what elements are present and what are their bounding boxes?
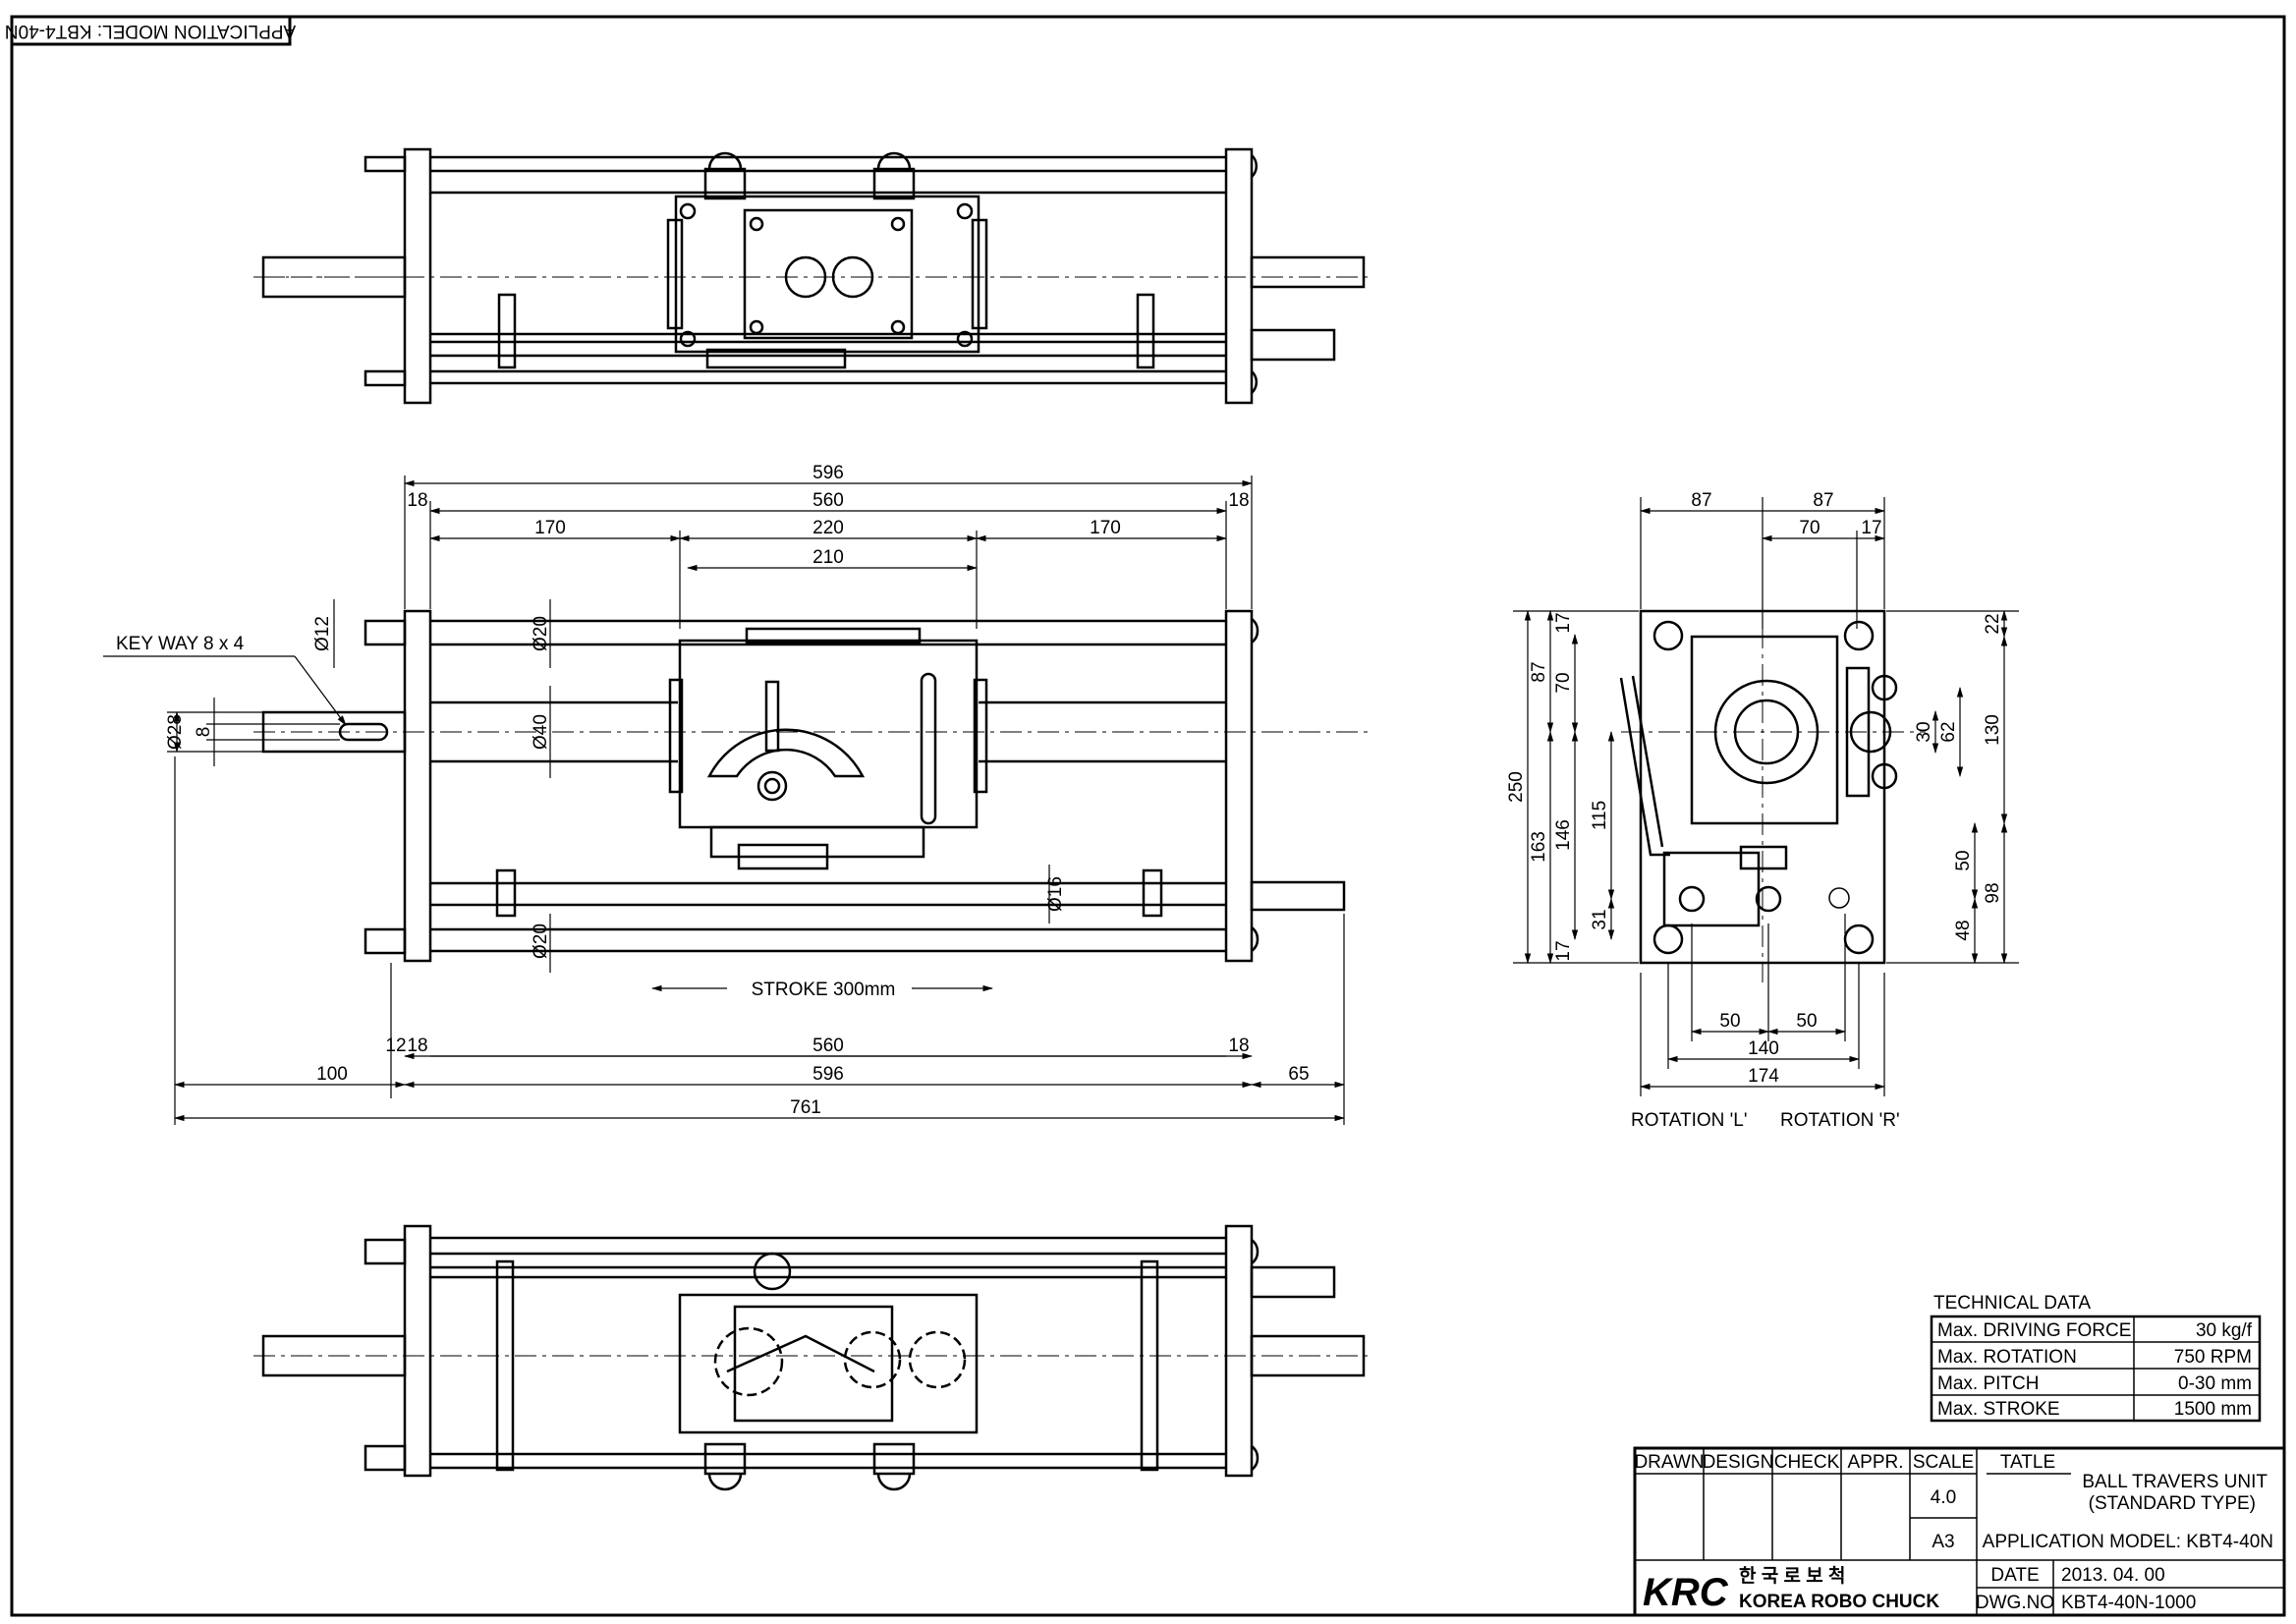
dim-596-bottom: 596 <box>812 1064 844 1085</box>
technical-data-table: TECHNICAL DATA Max. DRIVING FORCE 30 kg/… <box>1930 1293 2262 1423</box>
front-dim-labels: 596 560 18 18 170 220 170 210 Ø12 Ø20 Ø4… <box>116 463 1310 1118</box>
side-dim-146: 146 <box>1553 819 1574 851</box>
side-dim-98: 98 <box>1983 882 2003 903</box>
dim-170-left: 170 <box>534 518 566 538</box>
dim-100: 100 <box>316 1064 348 1085</box>
dim-596-top: 596 <box>812 463 844 483</box>
tech-row-label: Max. DRIVING FORCE <box>1937 1320 2131 1341</box>
tb-date: 2013. 04. 00 <box>2061 1565 2165 1586</box>
side-dim-17-left-bottom: 17 <box>1553 940 1574 961</box>
dim-210: 210 <box>812 547 844 568</box>
dim-220: 220 <box>812 518 844 538</box>
tech-row-label: Max. STROKE <box>1937 1399 2060 1420</box>
side-dim-17-top: 17 <box>1861 518 1881 538</box>
tb-logo: KRC <box>1643 1571 1729 1614</box>
tb-paper-size: A3 <box>1932 1532 1954 1552</box>
dim-761: 761 <box>790 1097 821 1118</box>
side-dimensions <box>1513 497 2019 1096</box>
tech-row-label: Max. ROTATION <box>1937 1347 2077 1368</box>
dim-dia28: Ø28 <box>165 714 186 750</box>
tb-drawn: DRAWN <box>1634 1452 1704 1473</box>
tb-check: CHECK <box>1774 1452 1840 1473</box>
tb-name-line1: BALL TRAVERS UNIT <box>2082 1472 2268 1492</box>
side-dim-70: 70 <box>1799 518 1820 538</box>
dim-dia16: Ø16 <box>1045 876 1066 912</box>
tb-dwg-label: DWG.NO <box>1976 1593 2054 1613</box>
title-block <box>1633 1446 2286 1617</box>
tech-title: TECHNICAL DATA <box>1933 1293 2091 1314</box>
tb-tatle: TATLE <box>2000 1452 2055 1473</box>
side-dim-140: 140 <box>1748 1038 1779 1059</box>
dim-65: 65 <box>1288 1064 1309 1085</box>
rotation-left-label: ROTATION 'L' <box>1631 1110 1747 1131</box>
top-view <box>253 147 1371 405</box>
side-dim-labels: 87 87 70 17 250 87 70 17 163 146 115 31 … <box>1506 490 2003 1131</box>
side-dim-70-left: 70 <box>1553 672 1574 693</box>
dim-12-bottom: 12 <box>385 1036 406 1056</box>
side-dim-17-left-top: 17 <box>1553 612 1574 633</box>
front-dimensions <box>103 476 1346 1125</box>
side-dim-50a: 50 <box>1719 1011 1740 1032</box>
tb-date-label: DATE <box>1990 1565 2039 1586</box>
model-stamp-text: APPLICATION MODEL: KBT4-40N <box>5 21 296 41</box>
tech-row-value: 1500 mm <box>2174 1399 2252 1420</box>
stroke-label: STROKE 300mm <box>752 980 896 1000</box>
dim-key-8: 8 <box>194 727 214 738</box>
side-dim-50b: 50 <box>1796 1011 1817 1032</box>
dim-18-right: 18 <box>1228 490 1249 511</box>
tech-row-value: 0-30 mm <box>2178 1373 2252 1394</box>
dim-dia20-top: Ø20 <box>531 616 551 651</box>
side-dim-130: 130 <box>1983 714 2003 746</box>
title-block-text: DRAWN DESIGN CHECK APPR. SCALE TATLE 4.0… <box>1634 1452 2273 1614</box>
dim-170-right: 170 <box>1090 518 1121 538</box>
tb-model: APPLICATION MODEL: KBT4-40N <box>1983 1532 2273 1552</box>
tech-row-label: Max. PITCH <box>1937 1373 2039 1394</box>
side-dim-87a: 87 <box>1691 490 1711 511</box>
side-dim-163: 163 <box>1529 831 1549 863</box>
side-dim-31: 31 <box>1590 909 1610 929</box>
side-dim-87-left: 87 <box>1529 661 1549 682</box>
tech-row-value: 30 kg/f <box>2196 1320 2253 1341</box>
side-dim-115: 115 <box>1590 801 1610 830</box>
dim-18-bottom-left: 18 <box>407 1036 427 1056</box>
side-dim-250: 250 <box>1506 771 1527 803</box>
rotation-right-label: ROTATION 'R' <box>1780 1110 1900 1131</box>
tb-appr: APPR. <box>1847 1452 1903 1473</box>
side-dim-30: 30 <box>1914 721 1934 742</box>
side-view <box>1619 589 1926 982</box>
drawing-border <box>10 15 2286 1617</box>
dim-560-top: 560 <box>812 490 844 511</box>
side-dim-62: 62 <box>1938 721 1959 742</box>
keyway-label: KEY WAY 8 x 4 <box>116 634 245 654</box>
tb-dwg-number: KBT4-40N-1000 <box>2061 1593 2196 1613</box>
tech-row-value: 750 RPM <box>2174 1347 2252 1368</box>
side-dim-48: 48 <box>1953 920 1974 940</box>
dim-dia40: Ø40 <box>531 714 551 750</box>
dim-dia12: Ø12 <box>312 616 333 651</box>
dim-560-bottom: 560 <box>812 1036 844 1056</box>
tb-design: DESIGN <box>1703 1452 1774 1473</box>
tb-scale-value: 4.0 <box>1931 1487 1956 1508</box>
tb-name-line2: (STANDARD TYPE) <box>2089 1493 2256 1514</box>
tb-scale: SCALE <box>1913 1452 1974 1473</box>
dim-18-bottom-right: 18 <box>1228 1036 1249 1056</box>
bottom-view <box>253 1224 1371 1491</box>
tb-company: KOREA ROBO CHUCK <box>1739 1592 1939 1612</box>
model-stamp: APPLICATION MODEL: KBT4-40N <box>5 15 296 46</box>
side-dim-50-right: 50 <box>1953 850 1974 870</box>
side-dim-87b: 87 <box>1813 490 1833 511</box>
side-dim-22: 22 <box>1983 613 2003 634</box>
side-dim-174: 174 <box>1748 1066 1779 1087</box>
front-view <box>253 609 1371 963</box>
dim-dia20-bottom: Ø20 <box>531 924 551 959</box>
dim-18-left: 18 <box>407 490 427 511</box>
tb-korean-name: 한 국 로 보 척 <box>1739 1565 1846 1587</box>
